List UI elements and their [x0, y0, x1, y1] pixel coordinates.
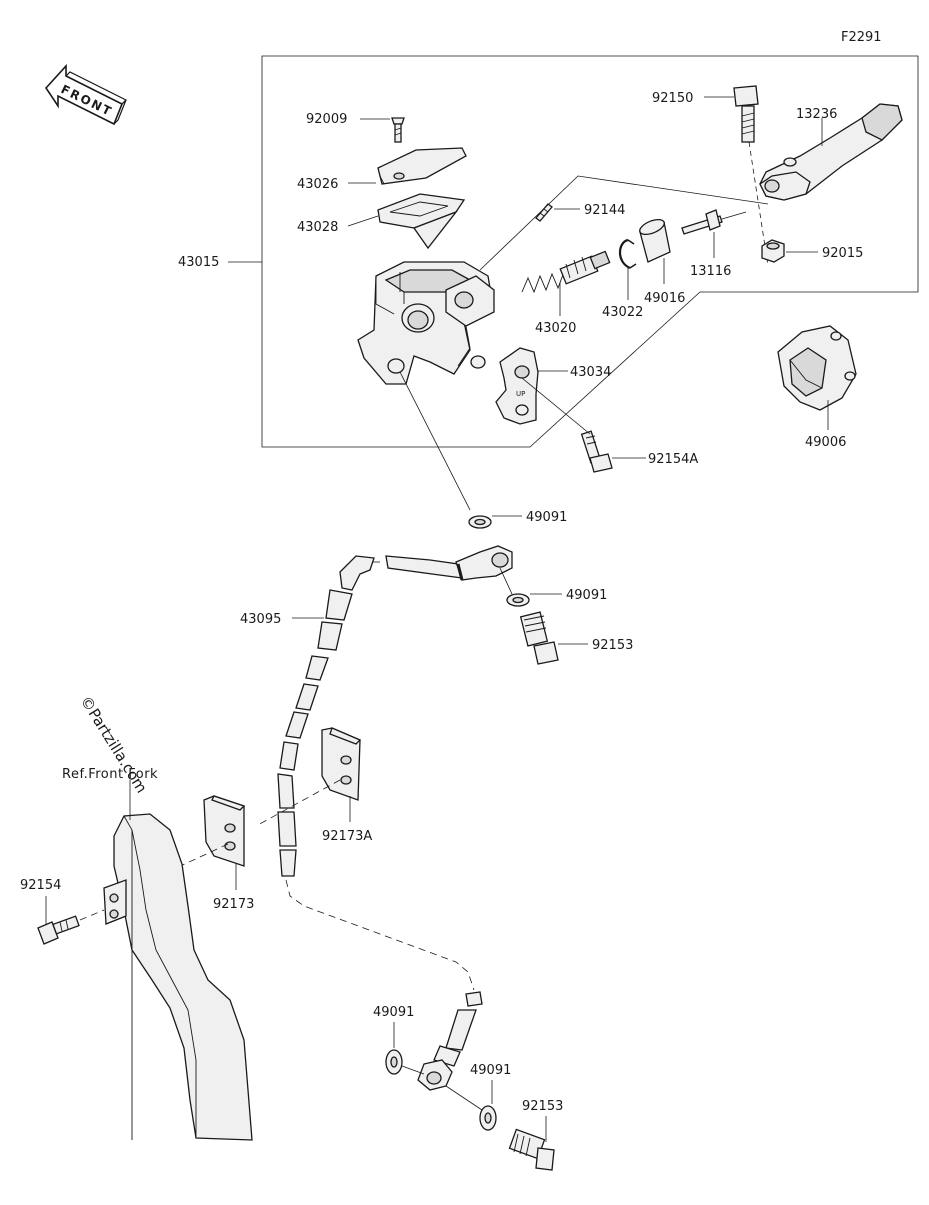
assembly-frame — [261, 55, 919, 448]
callout-43095: 43095 — [240, 612, 281, 627]
upper-banjo-fitting — [385, 545, 513, 581]
piston-assembly — [521, 250, 611, 294]
crush-washer-top-b — [506, 593, 530, 607]
callout-43015: 43015 — [178, 255, 219, 270]
dust-boot — [639, 218, 671, 263]
callout-43034: 43034 — [570, 365, 611, 380]
callout-92144: 92144 — [584, 203, 625, 218]
callout-13236: 13236 — [796, 107, 837, 122]
reference-label: Ref.Front Fork — [62, 767, 158, 782]
spring-pin — [535, 203, 553, 222]
callout-92150: 92150 — [652, 91, 693, 106]
figure-code: F2291 — [841, 30, 882, 45]
callout-43022: 43022 — [602, 305, 643, 320]
lever-cover — [777, 325, 857, 411]
banjo-bolt-bottom — [508, 1128, 555, 1171]
banjo-bolt-top — [519, 611, 559, 665]
callout-13116: 13116 — [690, 264, 731, 279]
circlip — [618, 238, 637, 270]
front-arrow-icon: FRONT — [44, 63, 128, 126]
reservoir-screw — [391, 117, 405, 143]
callout-49091-bottom-b: 49091 — [470, 1063, 511, 1078]
crush-washer-top-a — [468, 515, 492, 529]
clutch-hose — [277, 555, 375, 877]
pivot-nut — [761, 239, 785, 263]
hose-bracket-b — [203, 795, 246, 867]
clamp-stamp: UP — [516, 390, 525, 398]
reservoir-cap — [377, 147, 467, 185]
callout-49091-top-a: 49091 — [526, 510, 567, 525]
crush-washer-bottom-b — [479, 1105, 497, 1131]
callout-92154A: 92154A — [648, 452, 698, 467]
callout-43028: 43028 — [297, 220, 338, 235]
clamp-bolt — [580, 430, 613, 473]
callout-92173A: 92173A — [322, 829, 372, 844]
guard-bolt — [37, 915, 80, 945]
pivot-bolt — [733, 85, 759, 143]
crush-washer-bottom-a — [385, 1049, 403, 1075]
callout-49091-bottom-a: 49091 — [373, 1005, 414, 1020]
callout-92173: 92173 — [213, 897, 254, 912]
master-cylinder-body — [357, 261, 495, 385]
hose-bracket-a — [321, 727, 362, 801]
callout-92009: 92009 — [306, 112, 347, 127]
callout-49016: 49016 — [644, 291, 685, 306]
lower-banjo-fitting — [417, 991, 483, 1091]
callout-43026: 43026 — [297, 177, 338, 192]
handlebar-clamp: UP — [495, 347, 539, 425]
callout-92015: 92015 — [822, 246, 863, 261]
front-fork-guard — [103, 813, 253, 1141]
clutch-lever — [759, 103, 903, 201]
reservoir-diaphragm — [377, 193, 466, 250]
callout-92154: 92154 — [20, 878, 61, 893]
callout-49091-top-b: 49091 — [566, 588, 607, 603]
callout-92153-bottom: 92153 — [522, 1099, 563, 1114]
callout-92153-top: 92153 — [592, 638, 633, 653]
push-rod — [681, 209, 747, 235]
callout-49006: 49006 — [805, 435, 846, 450]
callout-43020: 43020 — [535, 321, 576, 336]
